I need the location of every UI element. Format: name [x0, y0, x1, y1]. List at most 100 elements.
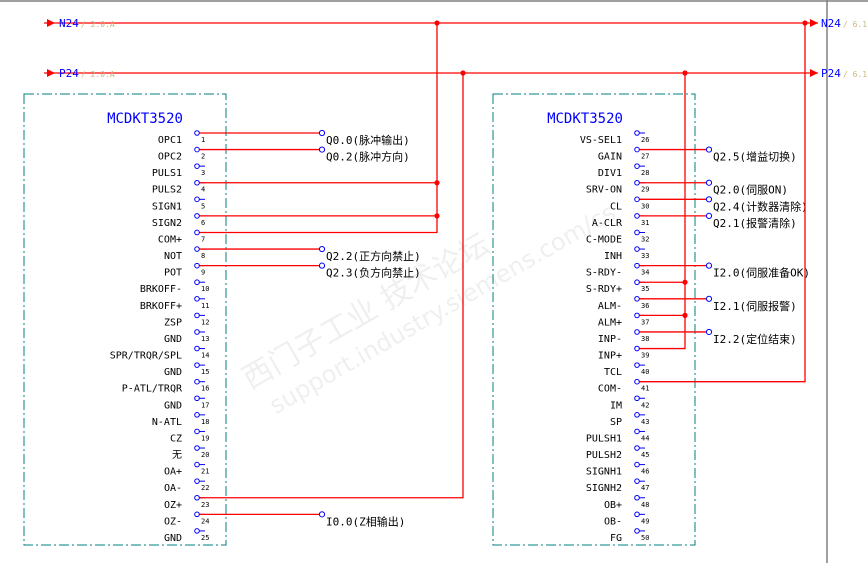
- terminal-number: 8: [201, 252, 205, 260]
- inp-plus-wire: [640, 73, 686, 350]
- terminal-number: 45: [641, 451, 649, 459]
- io-label: Q2.1(报警清除): [713, 216, 797, 230]
- terminal-34[interactable]: S-RDY-34: [586, 262, 650, 279]
- terminal-label: OPC1: [158, 135, 182, 146]
- io-terminal[interactable]: [318, 262, 326, 269]
- terminal-48[interactable]: OB+48: [604, 494, 650, 511]
- io-terminal[interactable]: [705, 212, 713, 219]
- terminal-circle: [634, 296, 640, 302]
- terminal-label: SIGN2: [152, 218, 182, 229]
- terminal-label: COM-: [598, 384, 622, 395]
- terminal-circle: [634, 246, 640, 252]
- terminal-number: 13: [201, 335, 209, 343]
- terminal-number: 39: [641, 352, 649, 360]
- terminal-circle: [634, 412, 640, 418]
- n24-label-right: N24: [821, 17, 841, 30]
- terminal-number: 6: [201, 219, 205, 227]
- io-terminal[interactable]: [318, 245, 326, 253]
- terminal-label: OA+: [164, 467, 182, 478]
- terminal-22[interactable]: OA-22: [164, 478, 210, 494]
- terminal-number: 41: [641, 385, 649, 393]
- n24-ref-right: / 6.1:A: [843, 20, 868, 29]
- terminal-45[interactable]: PULSH2 45: [586, 445, 650, 461]
- io-terminal[interactable]: [318, 511, 326, 518]
- io-terminal[interactable]: [705, 146, 713, 153]
- io-terminal[interactable]: [705, 295, 713, 302]
- terminal-label: FG: [610, 533, 622, 544]
- terminal-label: PULSH2: [586, 450, 622, 461]
- terminal-circle: [634, 378, 640, 385]
- terminal-10[interactable]: BRKOFF-10: [140, 279, 210, 295]
- terminal-35[interactable]: S-RDY+35: [586, 279, 650, 295]
- terminal-label: SRV-ON: [586, 185, 622, 196]
- terminal-circle: [194, 461, 200, 468]
- terminal-label: DIV1: [598, 168, 622, 179]
- n24-label-left: N24: [59, 17, 79, 30]
- io-terminal[interactable]: [705, 179, 713, 186]
- arrow-icon: [810, 69, 818, 77]
- terminal-label: SP: [610, 417, 622, 428]
- terminal-number: 26: [641, 136, 649, 144]
- terminal-circle: [194, 511, 200, 518]
- terminal-49[interactable]: OB-49: [604, 511, 650, 527]
- io-terminal[interactable]: [705, 262, 713, 269]
- terminal-number: 14: [201, 352, 209, 360]
- terminal-7[interactable]: COM+7: [158, 229, 205, 245]
- terminal-label: GND: [164, 367, 182, 378]
- p24-rail: P24 / 2.0.A P24 / 6.1:A: [44, 67, 868, 80]
- n24-rail: N24 / 2.0.A N24 / 6.1:A: [44, 17, 868, 30]
- terminal-label: GND: [164, 334, 182, 345]
- io-terminal[interactable]: [318, 146, 326, 153]
- io-label: Q0.0(脉冲输出): [326, 133, 410, 147]
- terminal-11[interactable]: BRKOFF+11: [140, 296, 210, 312]
- terminal-number: 49: [641, 517, 649, 525]
- io-terminal[interactable]: [705, 328, 713, 336]
- terminal-number: 5: [201, 202, 205, 210]
- n24-ref-left: / 2.0.A: [81, 20, 115, 29]
- terminal-label: A-CLR: [592, 218, 623, 229]
- terminal-number: 12: [201, 318, 209, 326]
- terminal-label: SIGNH1: [586, 467, 622, 478]
- terminal-circle: [194, 395, 200, 402]
- terminal-13[interactable]: GND 13: [164, 329, 210, 345]
- terminal-6[interactable]: SIGN2 6: [152, 213, 205, 229]
- terminal-label: ALM+: [598, 317, 622, 328]
- io-terminal[interactable]: [705, 196, 713, 203]
- terminal-number: 31: [641, 219, 649, 227]
- junction-dot: [802, 20, 808, 26]
- junction-dot: [460, 70, 466, 76]
- watermark-line2: support.industry.siemens.com/cs: [265, 198, 621, 420]
- terminal-circle: [194, 528, 200, 534]
- terminal-21[interactable]: OA+21: [164, 461, 210, 478]
- terminal-number: 27: [641, 153, 649, 161]
- io-terminal[interactable]: [318, 129, 326, 137]
